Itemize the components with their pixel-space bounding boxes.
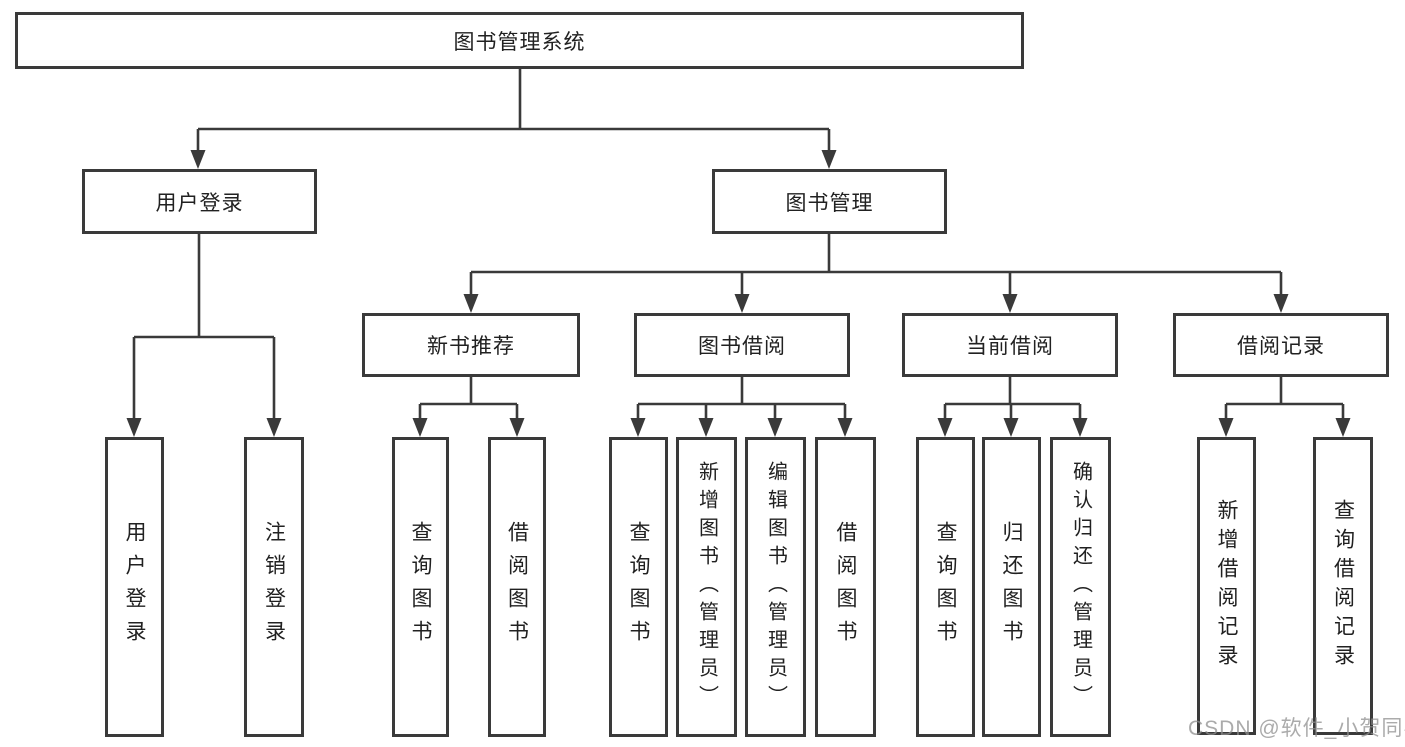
node-book-borrow: 图书借阅 bbox=[634, 313, 850, 377]
node-library-management-system: 图书管理系统 bbox=[15, 12, 1024, 69]
node-book-management: 图书管理 bbox=[712, 169, 947, 234]
node-label: 查询图书 bbox=[409, 521, 432, 653]
node-label: 查询图书 bbox=[627, 521, 650, 653]
node-label: 用户登录 bbox=[123, 521, 146, 653]
node-label: 新书推荐 bbox=[427, 335, 515, 358]
node-label: 查询图书 bbox=[934, 521, 957, 653]
node-label: 图书借阅 bbox=[698, 335, 786, 358]
node-label: 归还图书 bbox=[1000, 521, 1023, 653]
leaf-add-book-admin: 新增图书（管理员） bbox=[676, 437, 737, 737]
leaf-edit-book-admin: 编辑图书（管理员） bbox=[745, 437, 806, 737]
leaf-query-books-borrow: 查询图书 bbox=[609, 437, 668, 737]
leaf-borrow-books-recommend: 借阅图书 bbox=[488, 437, 546, 737]
node-label: 注销登录 bbox=[262, 521, 286, 653]
node-label: 确认归还（管理员） bbox=[1069, 461, 1092, 713]
leaf-borrow-books: 借阅图书 bbox=[815, 437, 876, 737]
node-label: 借阅记录 bbox=[1237, 335, 1325, 358]
leaf-return-book: 归还图书 bbox=[982, 437, 1041, 737]
leaf-add-borrow-record: 新增借阅记录 bbox=[1197, 437, 1256, 735]
node-label: 当前借阅 bbox=[966, 335, 1054, 358]
node-label: 新增图书（管理员） bbox=[695, 461, 718, 713]
node-label: 借阅图书 bbox=[834, 521, 857, 653]
node-current-borrow: 当前借阅 bbox=[902, 313, 1118, 377]
node-new-book-recommend: 新书推荐 bbox=[362, 313, 580, 377]
leaf-query-books-recommend: 查询图书 bbox=[392, 437, 449, 737]
leaf-user-login: 用户登录 bbox=[105, 437, 164, 737]
node-label: 用户登录 bbox=[155, 191, 244, 215]
node-label: 借阅图书 bbox=[505, 521, 529, 653]
node-label: 图书管理 bbox=[785, 191, 874, 215]
node-user-login: 用户登录 bbox=[82, 169, 317, 234]
leaf-query-books-current: 查询图书 bbox=[916, 437, 975, 737]
leaf-logout: 注销登录 bbox=[244, 437, 304, 737]
leaf-query-borrow-record: 查询借阅记录 bbox=[1313, 437, 1373, 735]
node-label: 新增借阅记录 bbox=[1215, 499, 1238, 673]
leaf-confirm-return-admin: 确认归还（管理员） bbox=[1050, 437, 1111, 737]
node-label: 查询借阅记录 bbox=[1331, 499, 1355, 673]
node-label: 图书管理系统 bbox=[453, 30, 586, 54]
node-label: 编辑图书（管理员） bbox=[764, 461, 787, 713]
watermark: CSDN @软件_小贺同学 bbox=[1188, 717, 1405, 740]
node-borrow-records: 借阅记录 bbox=[1173, 313, 1389, 377]
